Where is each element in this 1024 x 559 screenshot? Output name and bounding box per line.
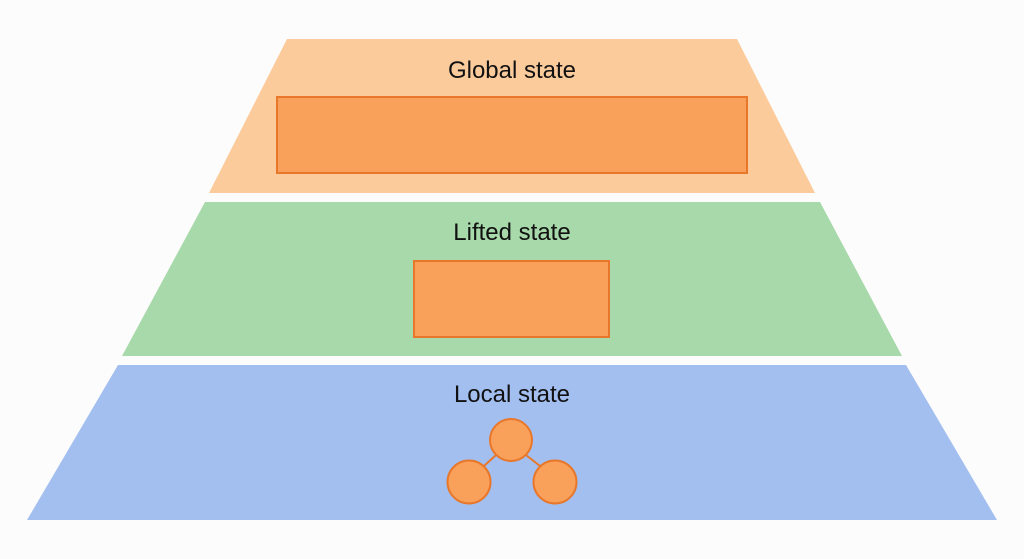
tree-node-left	[446, 459, 492, 505]
local-state-label: Local state	[454, 381, 570, 408]
lifted-state-label: Lifted state	[453, 219, 570, 246]
tree-node-root	[489, 418, 533, 462]
global-state-label: Global state	[448, 57, 576, 84]
tree-edge-left	[483, 454, 497, 467]
lifted-state-box	[413, 260, 610, 338]
global-state-box	[276, 96, 748, 174]
tree-edge-right	[525, 454, 541, 467]
tree-node-right	[532, 459, 578, 505]
